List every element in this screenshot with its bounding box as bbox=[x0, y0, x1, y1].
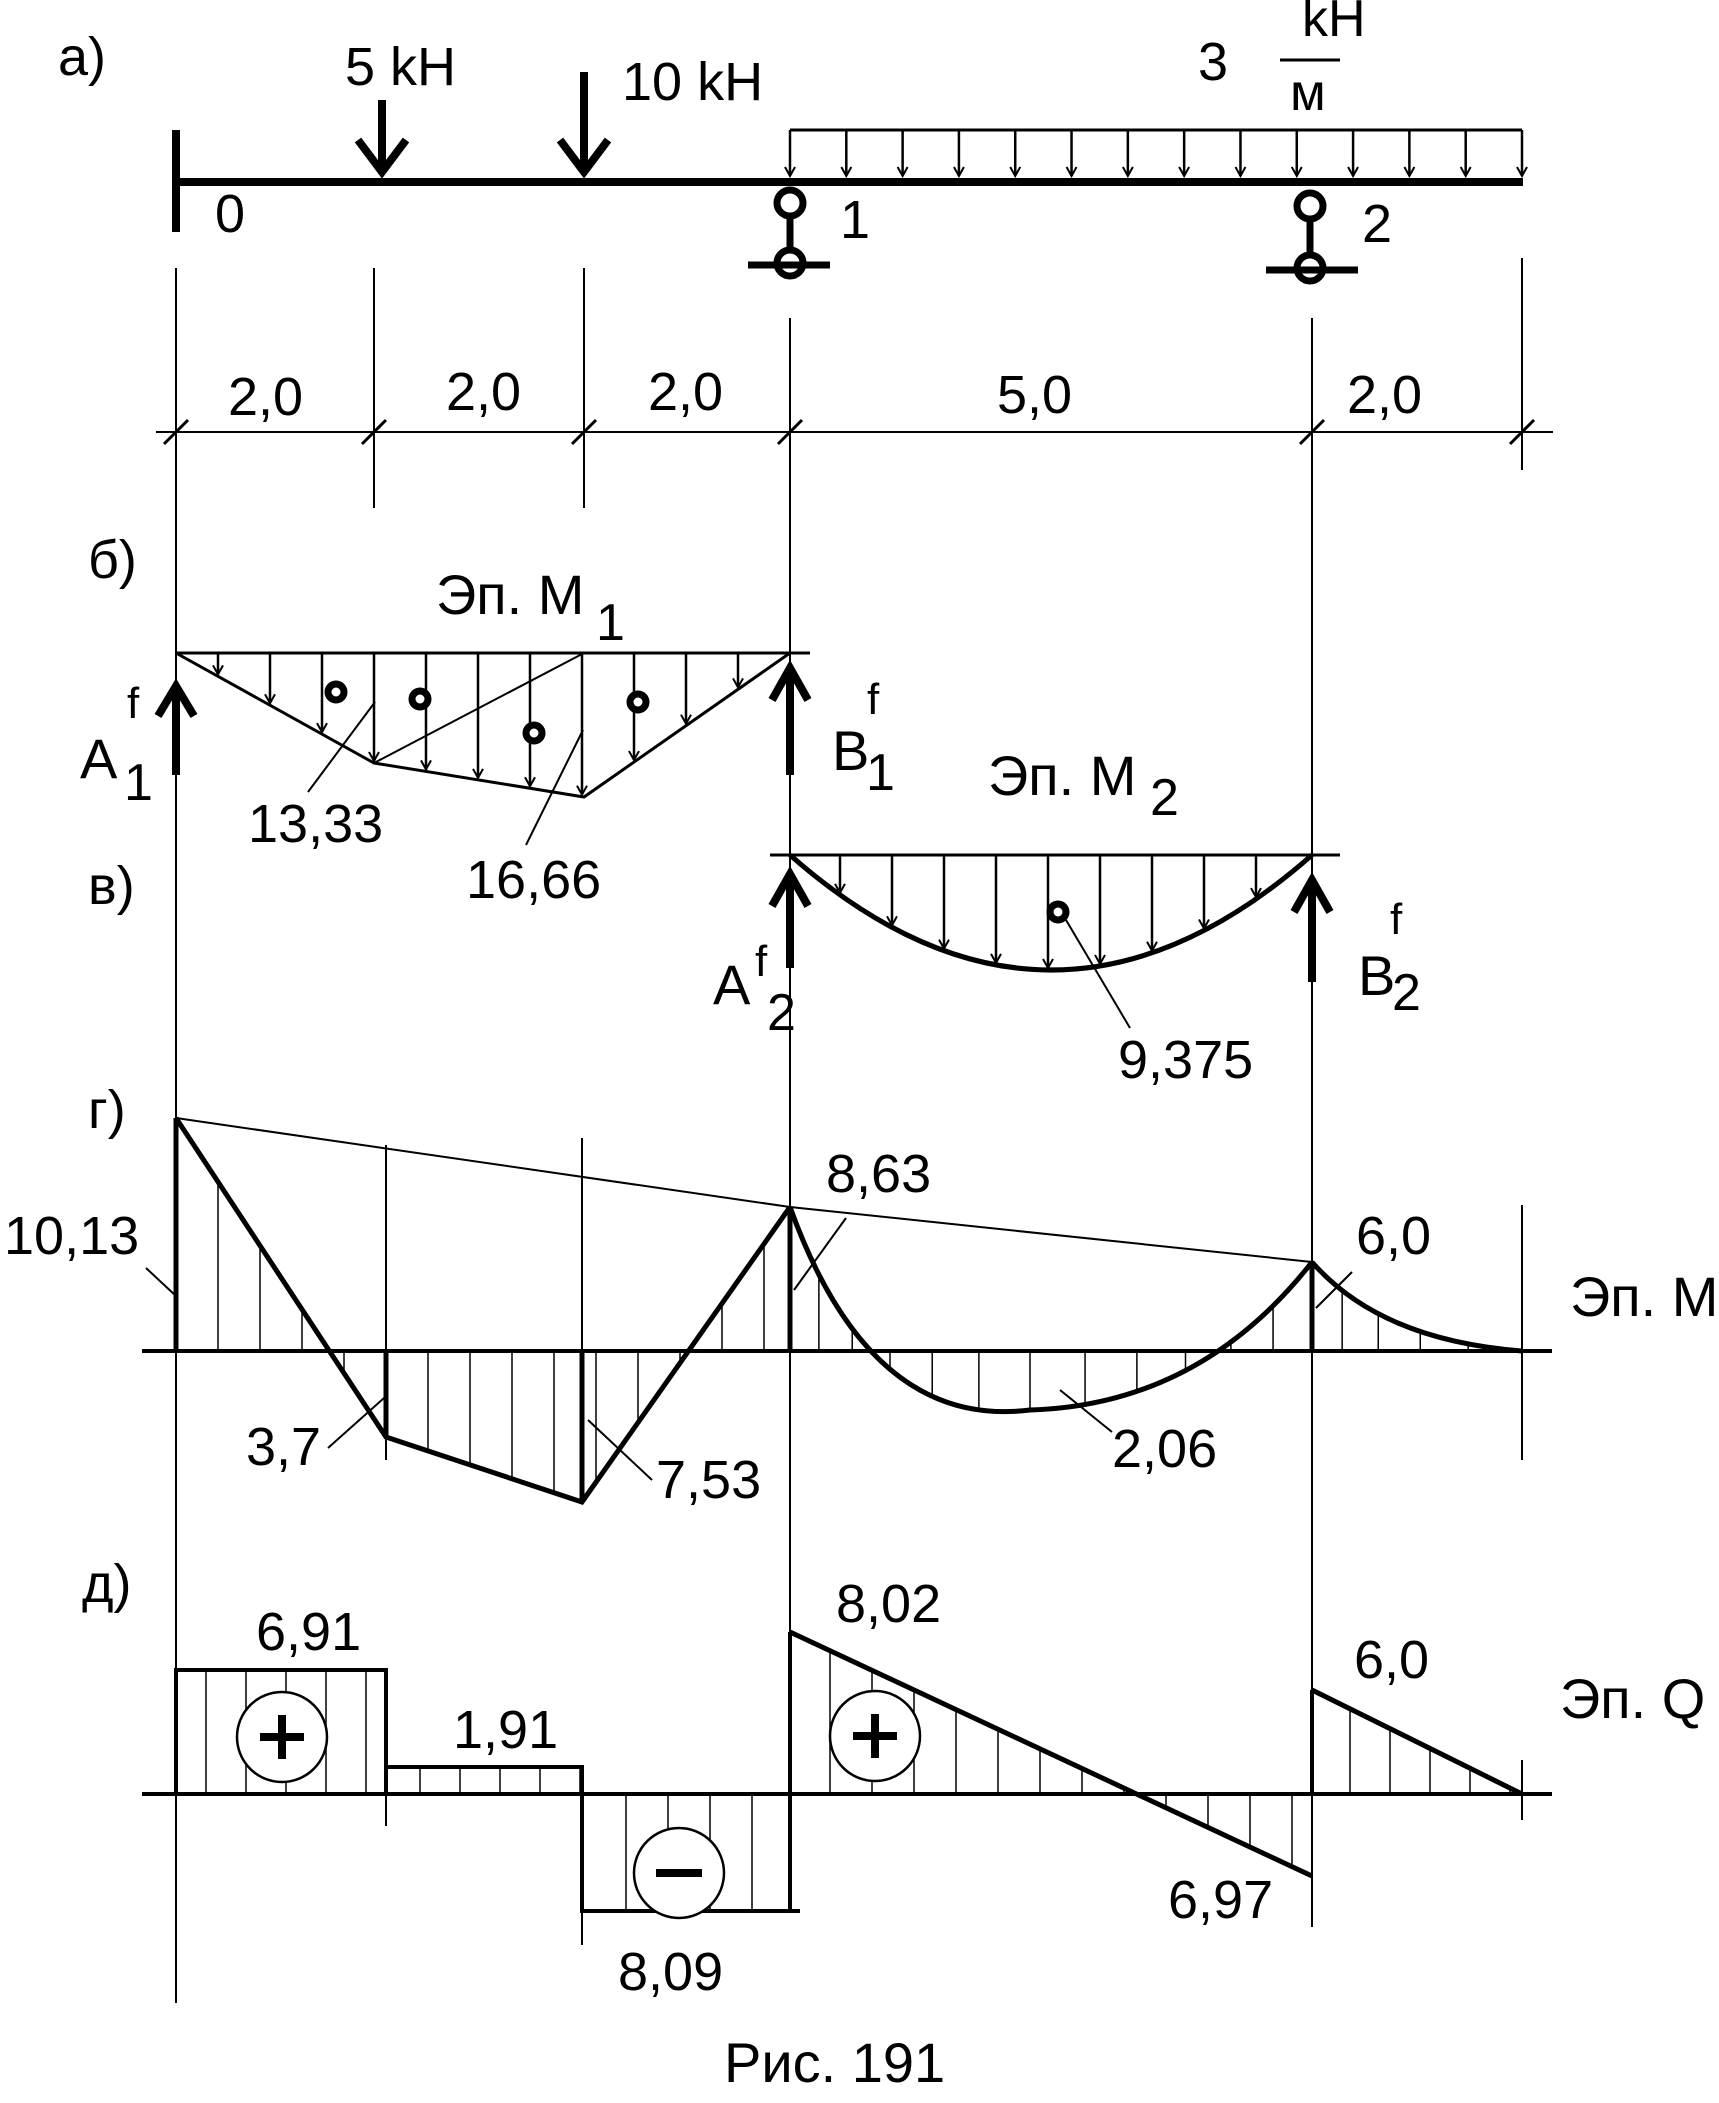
q-value-8-09: 8,09 bbox=[618, 1942, 723, 2002]
node-2-label: 2 bbox=[1362, 194, 1392, 254]
panel-label-v: в) bbox=[88, 856, 135, 916]
m2-load-arrows bbox=[840, 855, 1256, 968]
dist-load-value: 3 bbox=[1198, 32, 1228, 92]
node-0-label: 0 bbox=[215, 184, 245, 244]
plus-sign-1 bbox=[235, 1690, 329, 1784]
support-1 bbox=[748, 186, 830, 280]
reaction-a2 bbox=[768, 865, 812, 968]
m1-value-13-33: 13,33 bbox=[248, 794, 383, 854]
b1-sup: f bbox=[867, 675, 880, 724]
m-diagram-line bbox=[173, 1116, 793, 1505]
panel-label-a: а) bbox=[58, 27, 106, 87]
a2-label: A bbox=[713, 953, 751, 1016]
m1-centroids bbox=[324, 680, 650, 745]
q-value-6-91: 6,91 bbox=[256, 1602, 361, 1662]
load-5kn-label: 5 kH bbox=[345, 37, 456, 97]
span-2: 2,0 bbox=[446, 362, 521, 422]
m2-title: Эп. М bbox=[988, 744, 1136, 807]
figure-caption: Рис. 191 bbox=[724, 2031, 945, 2094]
m-curve-cantilever bbox=[1310, 1260, 1523, 1354]
panel-b-moment-m1: б) Эп. М 1 f A 1 f B 1 13,33 bbox=[80, 530, 895, 910]
b1-sub: 1 bbox=[866, 744, 895, 802]
reaction-a1 bbox=[154, 678, 198, 775]
q-value-6-97: 6,97 bbox=[1168, 1870, 1273, 1930]
q-segment-4 bbox=[788, 1629, 1314, 1879]
q-value-6-0: 6,0 bbox=[1354, 1630, 1429, 1690]
panel-label-b: б) bbox=[88, 530, 137, 590]
panel-label-d: д) bbox=[82, 1554, 132, 1614]
span-1: 2,0 bbox=[228, 367, 303, 427]
panel-g-moment-total: г) Эп. М 10,13 3,7 7,53 8,63 2,06 6,0 bbox=[4, 1080, 1718, 1510]
m-curve-span-2 bbox=[787, 1206, 1314, 1415]
load-10kn-label: 10 kH bbox=[622, 52, 763, 112]
m-value-10-13: 10,13 bbox=[4, 1206, 139, 1266]
reaction-b1 bbox=[768, 659, 812, 775]
m2-parabola bbox=[788, 853, 1314, 973]
b2-sub: 2 bbox=[1392, 964, 1421, 1022]
panel-a-beam-scheme: а) 0 5 kH 10 kH 3 kH м 1 bbox=[58, 0, 1523, 285]
panel-label-g: г) bbox=[88, 1080, 126, 1140]
m2-centroid bbox=[1046, 900, 1070, 924]
point-load-10kn bbox=[556, 72, 612, 179]
a2-sup: f bbox=[755, 937, 768, 986]
support-2 bbox=[1266, 189, 1358, 285]
m-value-7-53: 7,53 bbox=[656, 1450, 761, 1510]
a1-sub: 1 bbox=[124, 754, 153, 812]
m2-value-9-375: 9,375 bbox=[1118, 1030, 1253, 1090]
m2-title-sub: 2 bbox=[1150, 769, 1179, 827]
m-hatching bbox=[217, 1181, 1469, 1493]
m-value-6-0: 6,0 bbox=[1356, 1206, 1431, 1266]
plus-sign-2 bbox=[828, 1689, 922, 1783]
span-4: 5,0 bbox=[997, 365, 1072, 425]
m1-title: Эп. М bbox=[436, 563, 584, 626]
point-load-5kn bbox=[354, 100, 410, 179]
m1-title-sub: 1 bbox=[596, 594, 625, 652]
dist-load-unit-den: м bbox=[1290, 64, 1326, 122]
m-value-8-63: 8,63 bbox=[826, 1144, 931, 1204]
m1-outline bbox=[175, 651, 791, 799]
m1-load-arrows bbox=[218, 653, 738, 795]
q-segment-2 bbox=[386, 1765, 584, 1794]
m1-title-text: Эп. М bbox=[436, 563, 584, 626]
b2-sup: f bbox=[1390, 895, 1403, 944]
q-value-1-91: 1,91 bbox=[453, 1700, 558, 1760]
b2-label: B bbox=[1358, 944, 1395, 1007]
node-1-label: 1 bbox=[840, 190, 870, 250]
minus-sign bbox=[632, 1826, 726, 1920]
span-5: 2,0 bbox=[1347, 365, 1422, 425]
m1-value-16-66: 16,66 bbox=[466, 850, 601, 910]
panel-v-moment-m2: в) Эп. М 2 f A 2 f B 2 9,375 bbox=[88, 744, 1421, 1090]
m-value-3-7: 3,7 bbox=[246, 1417, 321, 1477]
a1-sup: f bbox=[127, 679, 140, 728]
m-value-2-06: 2,06 bbox=[1112, 1419, 1217, 1479]
span-3: 2,0 bbox=[648, 362, 723, 422]
q-segment-1 bbox=[174, 1668, 388, 1794]
q-value-8-02: 8,02 bbox=[836, 1574, 941, 1634]
b1-label: B bbox=[832, 719, 869, 782]
distributed-load bbox=[790, 128, 1522, 176]
a2-sub: 2 bbox=[767, 984, 796, 1042]
panel-d-shear: д) Эп. Q 6,91 1,91 8,09 bbox=[82, 1554, 1705, 2002]
reaction-b2 bbox=[1290, 871, 1334, 982]
m-total-title: Эп. М bbox=[1570, 1265, 1718, 1328]
q-title: Эп. Q bbox=[1560, 1667, 1705, 1730]
q-segment-5 bbox=[1310, 1687, 1524, 1797]
a1-label: A bbox=[80, 727, 118, 790]
dist-load-unit-num: kH bbox=[1302, 0, 1366, 48]
